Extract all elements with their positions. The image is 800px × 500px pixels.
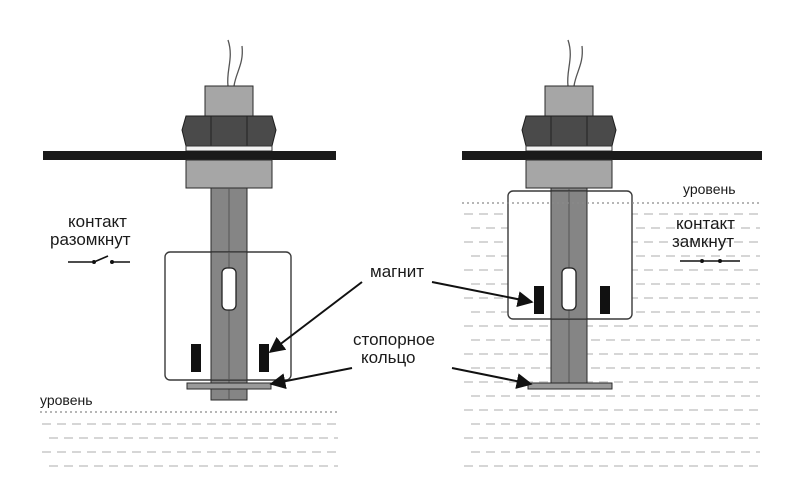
stop-ring (186, 382, 272, 390)
magnet-left (191, 344, 201, 372)
sensor-right (462, 39, 762, 390)
mount-bar-right (462, 151, 762, 160)
stop-ring (527, 382, 613, 390)
reed-capsule (221, 267, 237, 311)
label-ring-line2: кольцо (361, 348, 416, 367)
label-magnet: магнит (370, 262, 424, 281)
closed-switch-symbol-icon (680, 259, 740, 263)
arrow-ring-right (451, 367, 533, 389)
sensor-left (43, 39, 336, 401)
label-contact-closed-line1: контакт (676, 214, 735, 233)
magnet-right (600, 286, 610, 314)
washer (185, 145, 273, 152)
water-left (42, 423, 338, 467)
label-contact-closed-line2: замкнут (672, 232, 734, 251)
gland-top (544, 85, 594, 117)
arrow-magnet-right (431, 281, 534, 308)
label-level-left: уровень (40, 392, 93, 408)
wire-leads-icon (227, 39, 243, 87)
wire-leads-icon (567, 39, 583, 87)
mount-bar-left (43, 151, 336, 160)
leaders (268, 281, 534, 390)
reed-capsule (561, 267, 577, 311)
label-level-right: уровень (683, 181, 736, 197)
hex-nut (521, 115, 617, 147)
gland-top (204, 85, 254, 117)
label-contact-open-line1: контакт (68, 212, 127, 231)
magnet-right (259, 344, 269, 372)
label-contact-open-line2: разомкнут (50, 230, 131, 249)
arrow-ring-left (269, 367, 353, 390)
washer (525, 145, 613, 152)
label-ring-line1: стопорное (353, 330, 435, 349)
hex-nut (181, 115, 277, 147)
threaded-body (185, 159, 273, 189)
arrow-magnet-left (268, 281, 363, 353)
magnet-left (534, 286, 544, 314)
open-switch-symbol-icon (68, 255, 130, 264)
threaded-body (525, 159, 613, 189)
